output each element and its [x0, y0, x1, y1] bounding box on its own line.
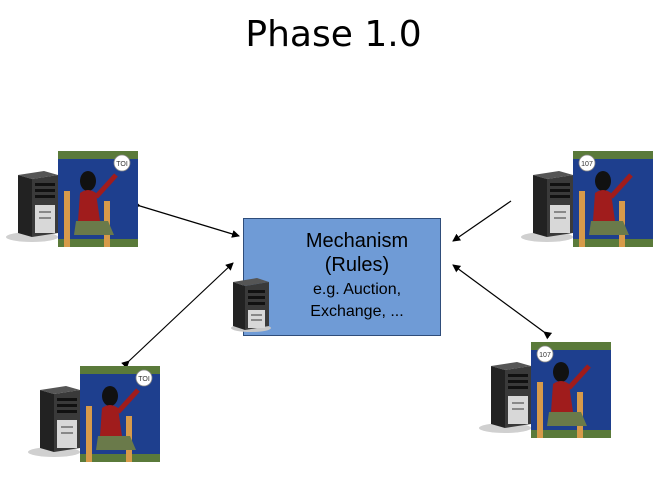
mechanism-label: Mechanism (Rules) e.g. Auction, Exchange…	[274, 229, 440, 323]
arrow-top-right	[452, 200, 512, 242]
arrow-bottom-right	[452, 264, 553, 340]
arrow-bottom-left	[121, 262, 234, 369]
mechanism-title: Mechanism	[305, 230, 409, 252]
person-picture: TOI	[58, 151, 138, 247]
mechanism-box: Mechanism (Rules) e.g. Auction, Exchange…	[243, 218, 441, 336]
badge-label: 107	[581, 161, 593, 168]
badge-label: TOI	[116, 161, 128, 168]
server-icon	[479, 362, 531, 433]
badge-label: 107	[539, 352, 551, 359]
mechanism-example-1: e.g. Auction,	[312, 281, 402, 298]
mechanism-server-icon	[231, 278, 271, 332]
participant-bottom-left: TOI	[28, 366, 160, 462]
person-picture: 107	[531, 342, 611, 438]
arrow-top-left	[132, 200, 240, 238]
person-picture: 107	[573, 151, 653, 247]
badge-label: TOI	[138, 376, 150, 383]
person-picture: TOI	[80, 366, 160, 462]
participant-top-left: TOI	[6, 151, 138, 247]
participant-top-right: 107	[521, 151, 653, 247]
server-icon	[521, 171, 573, 242]
mechanism-example-2: Exchange, ...	[310, 303, 404, 320]
participant-bottom-right: 107	[479, 342, 611, 438]
server-icon	[6, 171, 58, 242]
mechanism-subtitle: (Rules)	[324, 254, 390, 276]
server-icon	[28, 386, 80, 457]
slide-title: Phase 1.0	[245, 14, 422, 55]
